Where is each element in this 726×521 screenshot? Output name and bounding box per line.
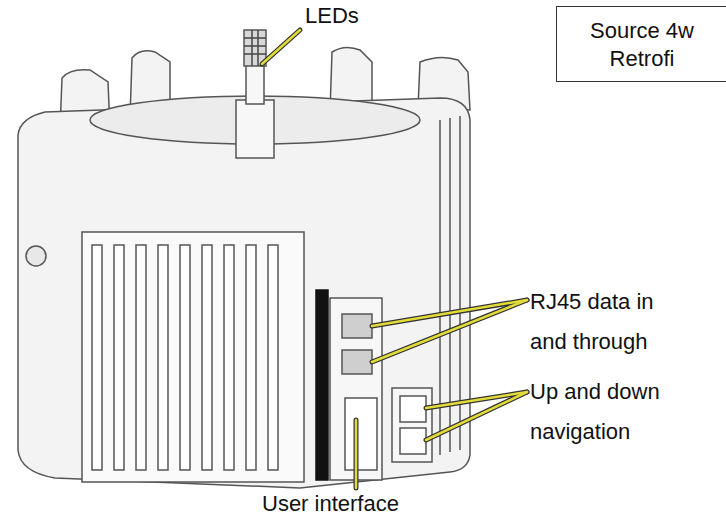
nav-button — [400, 428, 426, 454]
leader-line — [262, 30, 300, 64]
vent-area — [82, 232, 304, 482]
leader-line — [372, 300, 527, 362]
box-title: Source 4w Retrofi — [567, 17, 717, 73]
leader-line — [372, 300, 527, 326]
panel-edge — [316, 290, 328, 480]
vent-slat — [180, 245, 190, 470]
leader-line — [262, 30, 300, 64]
side-knob — [26, 246, 46, 266]
leader-line — [372, 300, 527, 326]
leader-line — [372, 300, 527, 362]
rj45-port — [342, 314, 372, 338]
vent-slat — [224, 245, 234, 470]
vent-slat — [92, 245, 102, 470]
part-label: User interface — [262, 490, 462, 518]
vent-slat — [136, 245, 146, 470]
fixture-body — [18, 98, 470, 488]
user-interface-screen — [345, 398, 377, 470]
rj45-port — [342, 350, 372, 374]
leader-line — [426, 392, 527, 440]
title-box: Source 4w Retrofi — [556, 6, 726, 82]
nav-button — [400, 396, 426, 422]
vent-slat — [268, 245, 278, 470]
vent-slat — [202, 245, 212, 470]
led-neck — [246, 62, 264, 104]
leader-line — [426, 392, 527, 440]
vent-slat — [114, 245, 124, 470]
led-stem — [236, 100, 274, 158]
leader-line — [354, 420, 359, 488]
nav-panel — [392, 388, 432, 462]
part-label: Up and down navigation — [530, 372, 690, 452]
part-label: LEDs — [305, 2, 395, 30]
leader-line — [355, 420, 358, 488]
part-label: RJ45 data in and through — [530, 282, 680, 362]
vent-slat — [246, 245, 256, 470]
vent-slat — [158, 245, 168, 470]
